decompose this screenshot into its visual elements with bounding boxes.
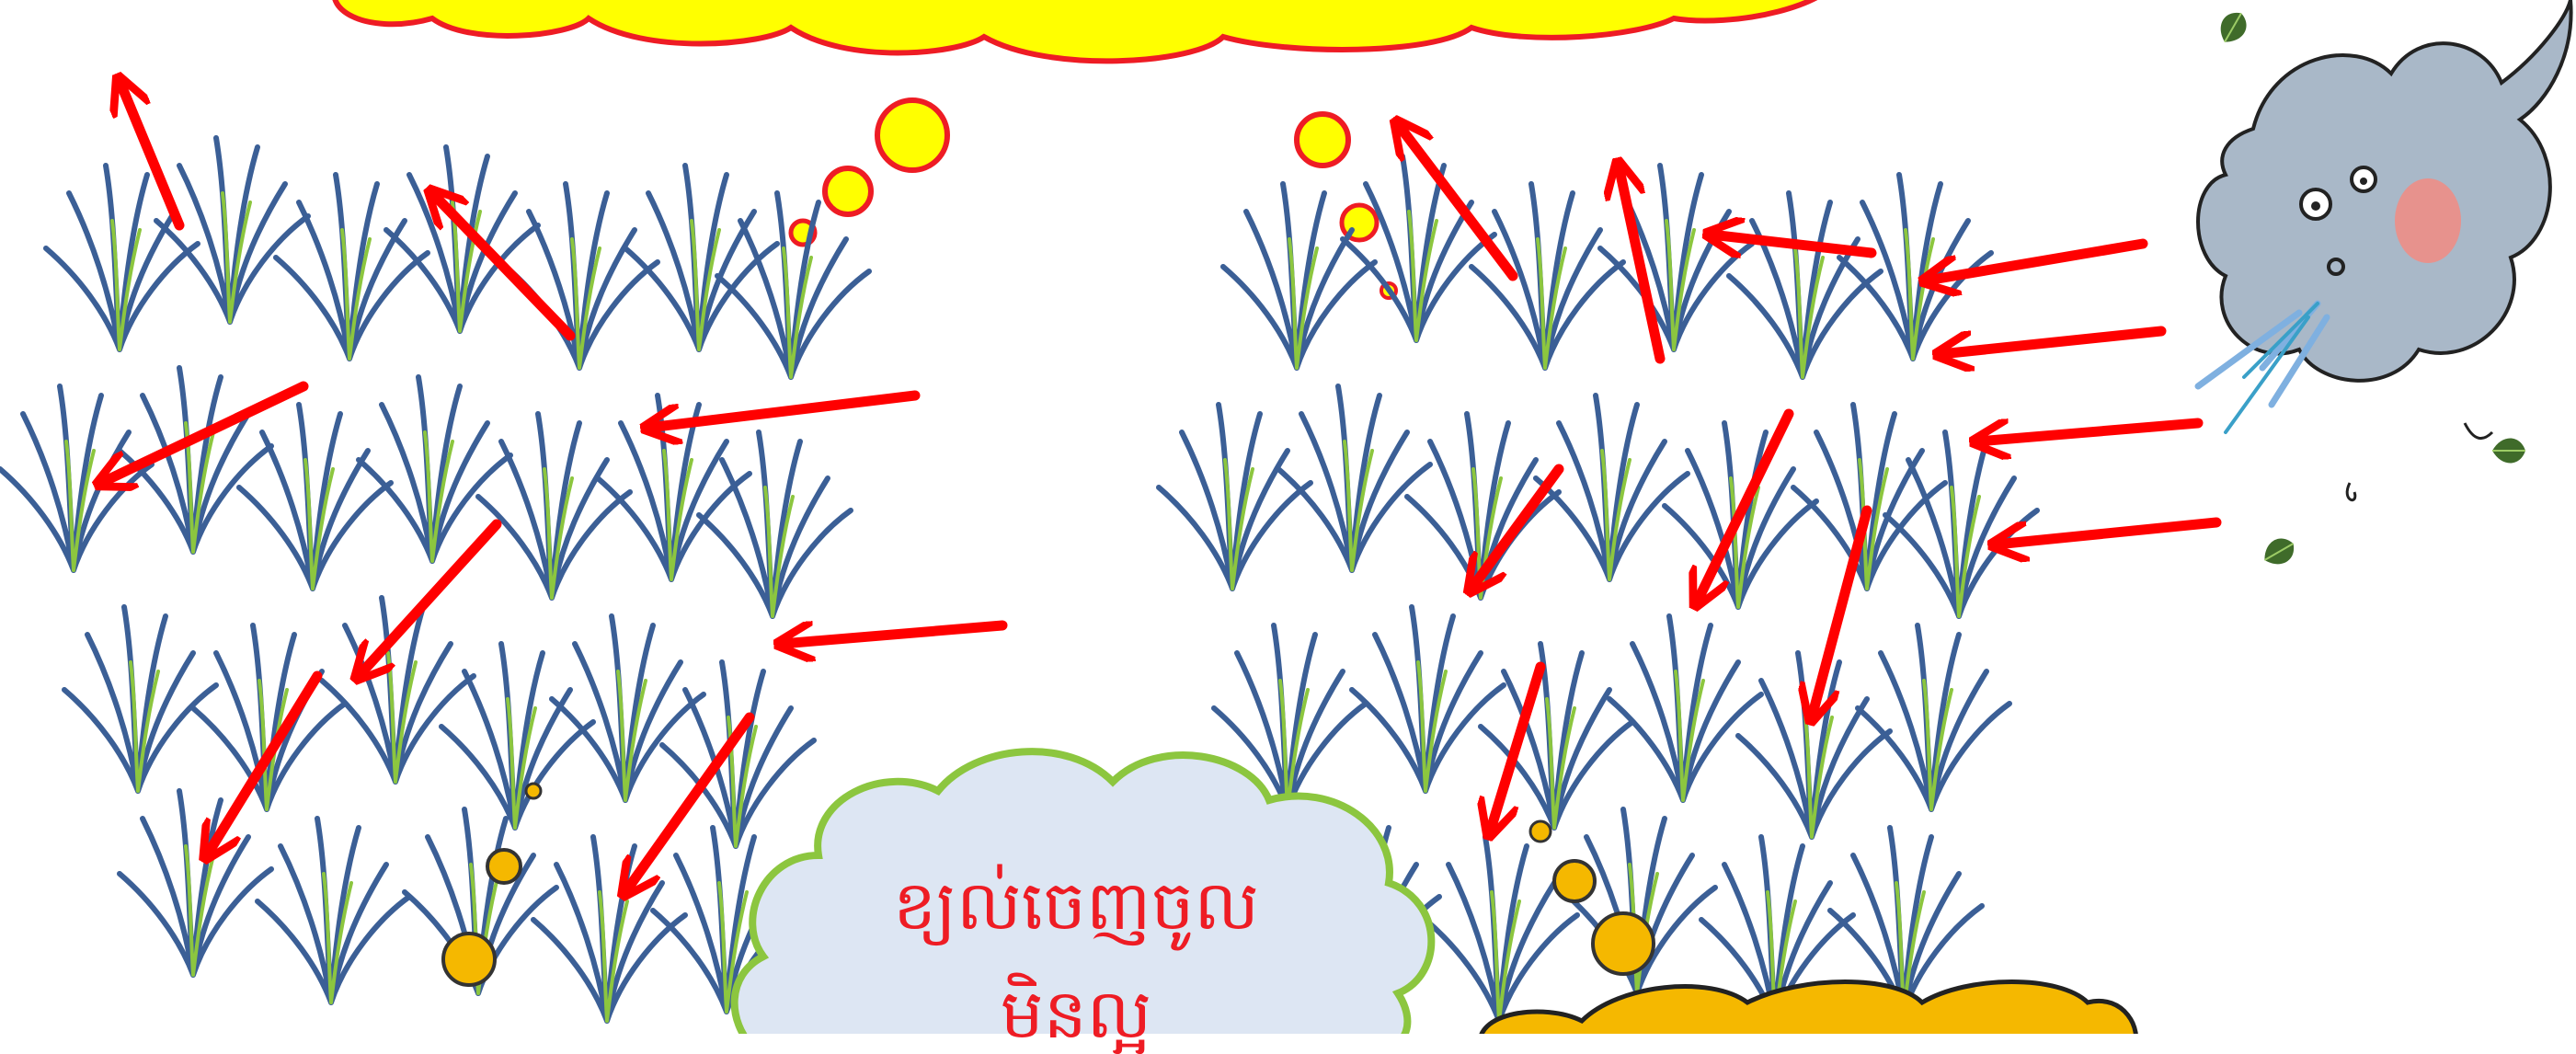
grass-field-left bbox=[0, 138, 869, 1021]
bottom-right-orange-cloud bbox=[1480, 982, 2135, 1035]
leaf-icon bbox=[2492, 439, 2525, 464]
arrow-icon bbox=[1927, 244, 2143, 281]
arrow-icon bbox=[1977, 423, 2198, 441]
arrow-icon bbox=[782, 625, 1002, 644]
arrow-icon bbox=[120, 81, 179, 225]
top-yellow-cloud bbox=[334, 0, 1849, 61]
arrow-icon bbox=[1941, 331, 2161, 354]
leaf-icon bbox=[2214, 7, 2251, 49]
arrow-icon bbox=[1398, 124, 1513, 276]
arrow-icon bbox=[1996, 522, 2216, 544]
arrow-icon bbox=[1711, 235, 1872, 253]
arrow-icon bbox=[648, 395, 915, 428]
bubble-text-line1: ខ្យល់ចេញចូល bbox=[846, 872, 1306, 940]
bubble-text-line2: មិនល្អ bbox=[846, 980, 1306, 1048]
leaf-icon bbox=[2259, 533, 2300, 570]
wind-cloud-character-icon bbox=[2198, 0, 2571, 432]
